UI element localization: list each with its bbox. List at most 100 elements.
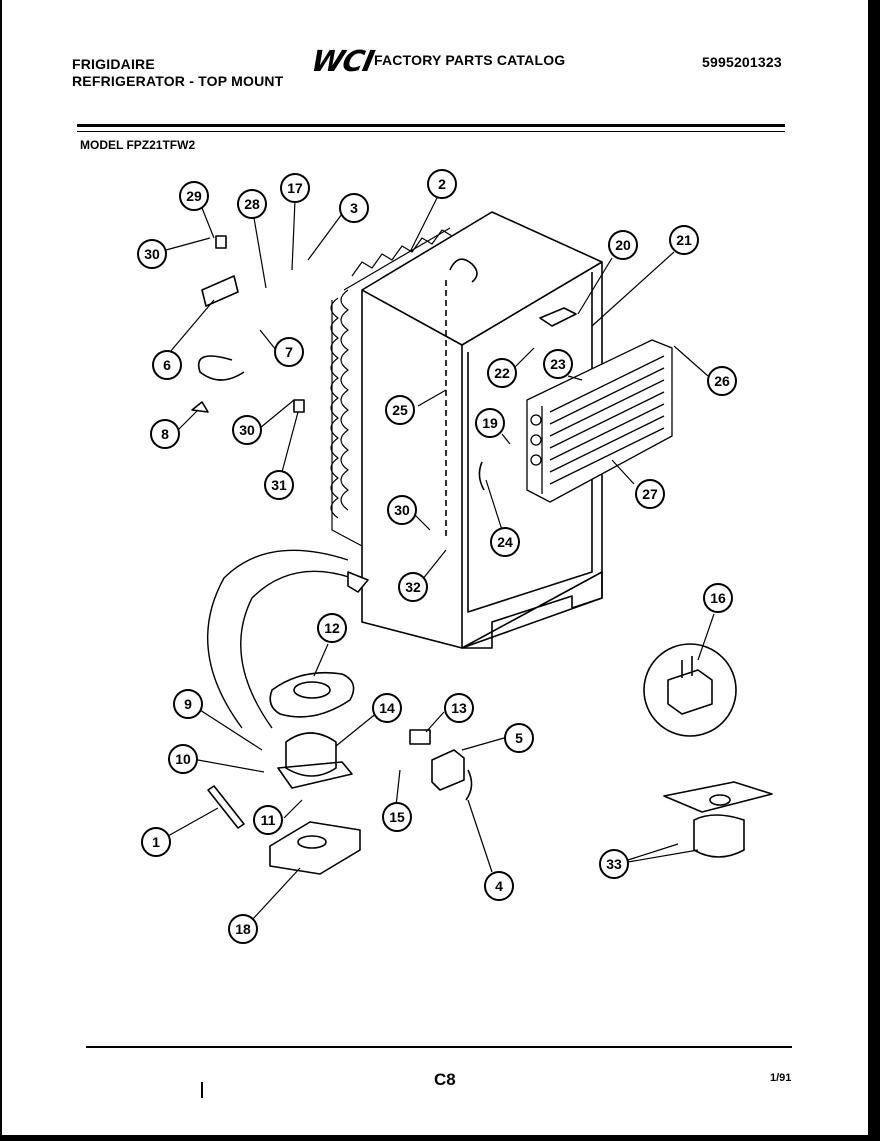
callout-circle xyxy=(152,350,182,380)
callout-13: 13 xyxy=(444,693,474,723)
callout-number: 7 xyxy=(285,344,293,360)
callout-circle xyxy=(385,395,415,425)
callout-26: 26 xyxy=(707,366,737,396)
callout-number: 4 xyxy=(495,878,503,894)
relay xyxy=(409,729,431,745)
model-number: MODEL FPZ21TFW2 xyxy=(80,138,196,152)
callout-number: 32 xyxy=(405,579,421,595)
callout-22: 22 xyxy=(487,358,517,388)
callout-20: 20 xyxy=(608,230,638,260)
header-rule-thick xyxy=(77,124,785,127)
callout-circle xyxy=(173,689,203,719)
callout-circle xyxy=(707,366,737,396)
callout-25: 25 xyxy=(385,395,415,425)
callout-circle xyxy=(137,239,167,269)
callout-2: 2 xyxy=(427,169,457,199)
callout-15: 15 xyxy=(382,802,412,832)
callout-6: 6 xyxy=(152,350,182,380)
callout-circle xyxy=(599,849,629,879)
callout-number: 21 xyxy=(676,232,692,248)
callout-number: 26 xyxy=(714,373,730,389)
callout-7: 7 xyxy=(274,337,304,367)
callout-circle xyxy=(427,169,457,199)
callout-circle xyxy=(179,181,209,211)
drain-pan xyxy=(269,671,355,718)
callout-8: 8 xyxy=(150,419,180,449)
callout-30: 30 xyxy=(137,239,167,269)
callout-21: 21 xyxy=(669,225,699,255)
callout-number: 5 xyxy=(515,730,523,746)
callout-33: 33 xyxy=(599,849,629,879)
condenser-coil xyxy=(330,227,453,547)
callout-29: 29 xyxy=(179,181,209,211)
callout-5: 5 xyxy=(504,723,534,753)
callout-circle xyxy=(339,193,369,223)
callout-circle xyxy=(398,572,428,602)
callout-circle xyxy=(475,408,505,438)
page-code: C8 xyxy=(434,1070,456,1089)
callout-circle xyxy=(669,225,699,255)
product-type: REFRIGERATOR - TOP MOUNT xyxy=(72,73,284,89)
bracket-part xyxy=(201,275,239,307)
callout-circle xyxy=(372,693,402,723)
power-cord xyxy=(197,355,245,381)
date-code: 1/91 xyxy=(770,1072,792,1084)
callout-number: 8 xyxy=(161,426,169,442)
callout-number: 2 xyxy=(438,176,446,192)
callout-18: 18 xyxy=(228,914,258,944)
callout-32: 32 xyxy=(398,572,428,602)
small-clip-part xyxy=(293,399,305,413)
clip-part xyxy=(215,235,227,249)
cord-plug xyxy=(191,401,209,413)
callout-circle xyxy=(237,189,267,219)
relay-inset xyxy=(667,669,713,715)
callout-circle xyxy=(317,613,347,643)
callout-24: 24 xyxy=(490,527,520,557)
callout-31: 31 xyxy=(264,470,294,500)
callout-12: 12 xyxy=(317,613,347,643)
callout-number: 12 xyxy=(324,620,340,636)
callout-circle xyxy=(484,871,514,901)
callout-23: 23 xyxy=(543,349,573,379)
assembly-arrow xyxy=(240,570,353,729)
catalog-number: 5995201323 xyxy=(702,54,782,70)
callout-number: 25 xyxy=(392,402,408,418)
callout-circle xyxy=(444,693,474,723)
callout-circle xyxy=(228,914,258,944)
alt-compressor xyxy=(663,781,773,813)
overload-protector xyxy=(431,749,465,791)
callout-circle xyxy=(150,419,180,449)
callout-number: 17 xyxy=(287,180,303,196)
callout-number: 13 xyxy=(451,700,467,716)
callout-circle xyxy=(608,230,638,260)
callout-14: 14 xyxy=(372,693,402,723)
callout-number: 30 xyxy=(239,422,255,438)
callout-circle xyxy=(141,827,171,857)
callout-number: 3 xyxy=(350,200,358,216)
parts-catalog-page: FRIGIDAIRE REFRIGERATOR - TOP MOUNT WCI … xyxy=(2,0,868,1135)
callout-circle xyxy=(635,479,665,509)
callout-number: 20 xyxy=(615,237,631,253)
callout-number: 9 xyxy=(184,696,192,712)
callout-number: 22 xyxy=(494,365,510,381)
callout-number: 24 xyxy=(497,534,513,550)
callout-circle xyxy=(274,337,304,367)
leader-lines xyxy=(165,197,715,921)
callout-number: 28 xyxy=(244,196,260,212)
lead-wire xyxy=(465,769,473,801)
callout-19: 19 xyxy=(475,408,505,438)
callout-number: 29 xyxy=(186,188,202,204)
callout-number: 27 xyxy=(642,486,658,502)
callout-circle xyxy=(253,805,283,835)
callout-circle xyxy=(168,744,198,774)
callout-number: 11 xyxy=(261,812,276,828)
callout-number: 14 xyxy=(379,700,395,716)
heater-wire xyxy=(478,461,485,491)
callout-circle xyxy=(543,349,573,379)
compressor xyxy=(277,732,353,789)
drain-tube-top xyxy=(449,258,478,283)
callout-circle xyxy=(232,415,262,445)
exploded-parts-diagram: 2928173230678303120212223262519273024321… xyxy=(137,169,773,944)
callout-number: 18 xyxy=(235,921,251,937)
